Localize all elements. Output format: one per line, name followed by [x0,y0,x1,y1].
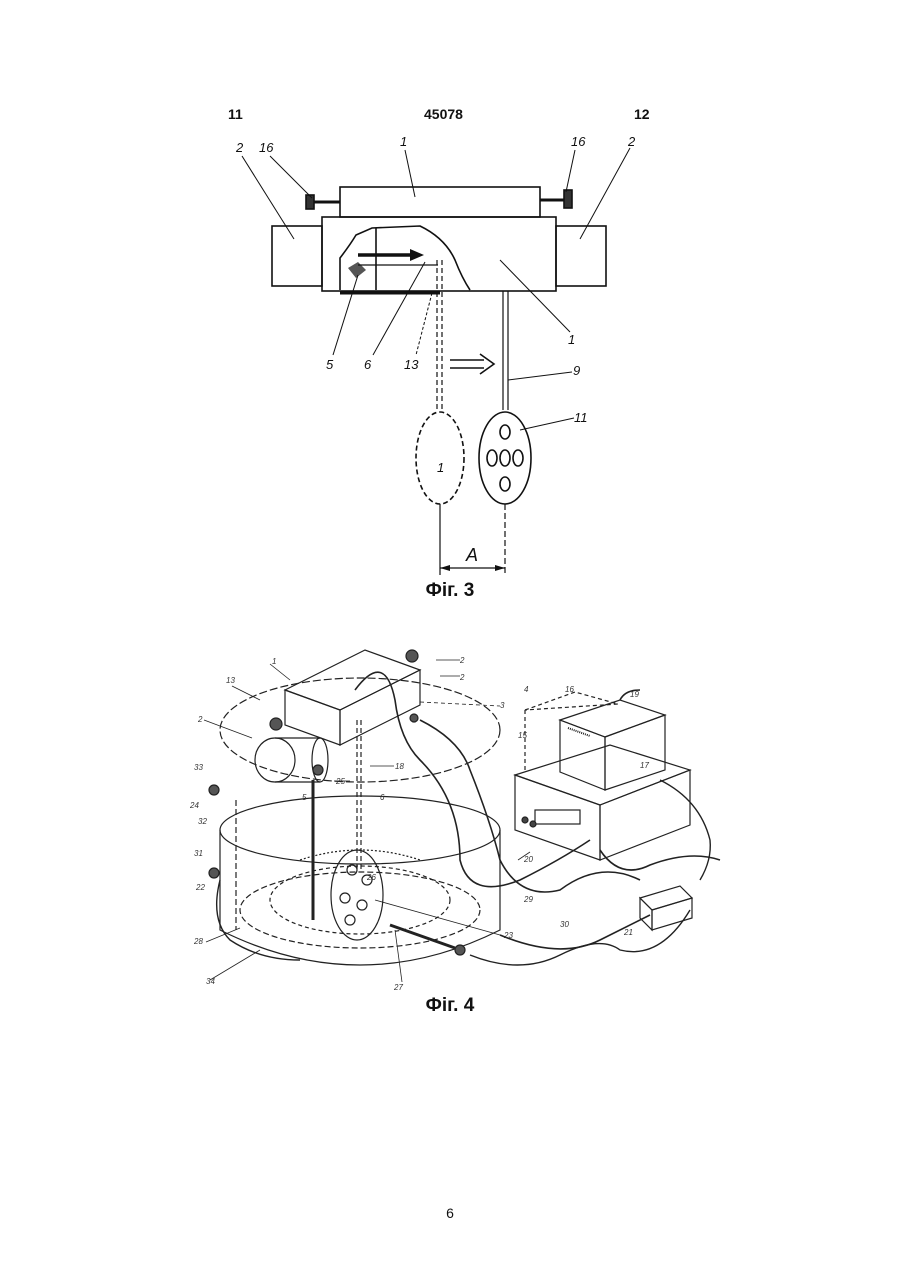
fig4-label-20: 20 [523,855,533,864]
fig4-label-19: 19 [630,690,639,699]
fig4-label-18: 18 [395,762,404,771]
fig4-cylinder [255,738,295,782]
fig4-label-21: 21 [623,928,633,937]
fig4-label-2b: 2 [459,673,465,682]
fig4-console-top [515,745,690,805]
page-number: 6 [0,1205,900,1221]
fig4-label-13: 13 [226,676,235,685]
fig4-label-26: 26 [366,873,376,882]
fig4-label-34: 34 [206,977,215,986]
fig4-label-1: 1 [272,657,276,666]
fig4-label-17: 17 [640,761,649,770]
fig4-label-2c: 2 [197,715,203,724]
fig4-label-3: 3 [500,701,505,710]
fig4-label-29: 29 [523,895,533,904]
fig4-label-6: 6 [380,793,385,802]
fig4-label-31: 31 [194,849,203,858]
fig4-label-15: 15 [518,731,527,740]
fig4-label-16: 16 [565,685,574,694]
fig4-label-25: 25 [335,777,345,786]
fig4-label-5: 5 [302,793,307,802]
fig4-label-27: 27 [393,983,403,992]
fig4-label-4: 4 [524,685,529,694]
fig4-label-30: 30 [560,920,569,929]
fig4-label-28: 28 [193,937,203,946]
fig4-label-32: 32 [198,817,207,826]
figure-4-caption: Фіг. 4 [0,995,900,1017]
fig4-label-24: 24 [189,801,199,810]
fig4-label-23: 23 [503,931,513,940]
fig4-label-2a: 2 [459,656,465,665]
fig4-chamber-rim [220,678,500,782]
fig4-label-33: 33 [194,763,203,772]
fig4-label-22: 22 [195,883,205,892]
